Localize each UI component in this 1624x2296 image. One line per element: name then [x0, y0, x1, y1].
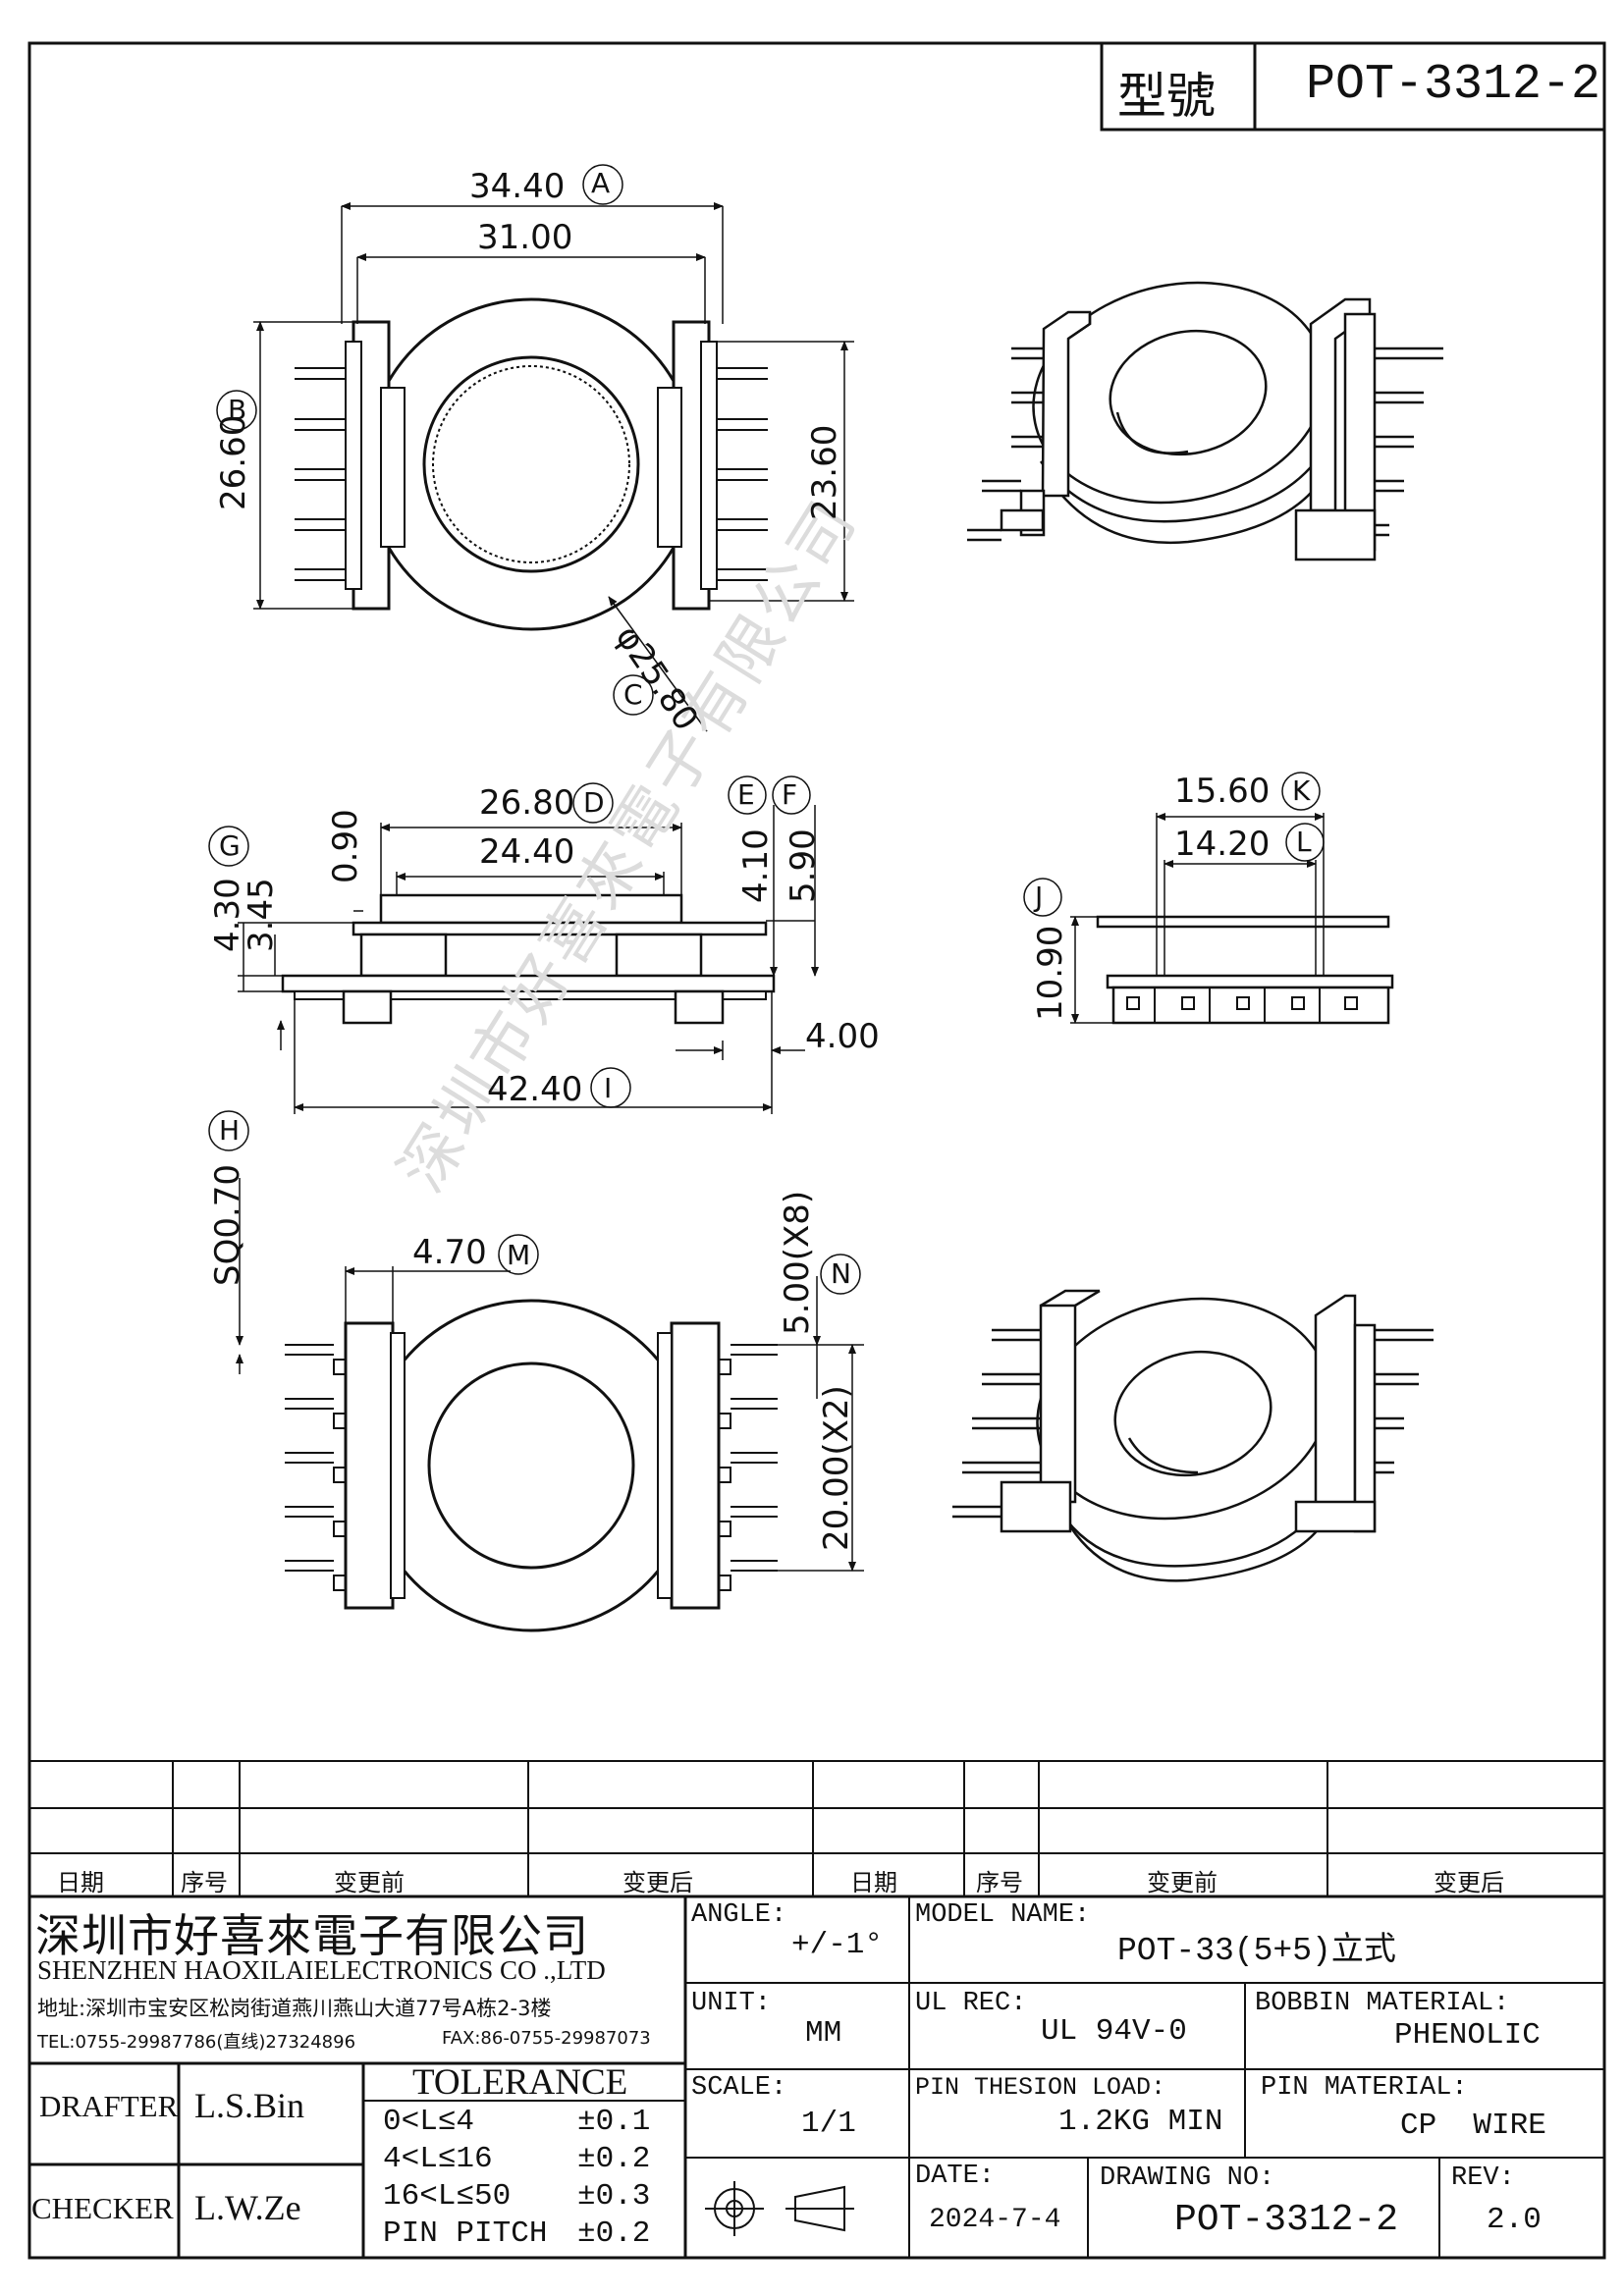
ul-value: UL 94V-0: [1041, 2014, 1187, 2049]
bobbin-label: BOBBIN MATERIAL:: [1255, 1989, 1510, 2018]
rev-label: REV:: [1451, 2163, 1515, 2193]
rev-header-after-2: 变更后: [1434, 1869, 1504, 1896]
rev-header-before-1: 变更前: [334, 1869, 405, 1896]
drawing-no-label: DRAWING NO:: [1100, 2163, 1275, 2193]
dim-l: 14.20: [1174, 825, 1271, 864]
dim-i: 42.40: [487, 1070, 583, 1109]
dim-g2: 3.45: [242, 878, 281, 952]
checker-label: CHECKER: [31, 2191, 174, 2225]
dim-a-marker: A: [591, 167, 611, 199]
tolerance-range-3: 16<L≤50: [383, 2179, 512, 2214]
bobbin-core-hole: [422, 355, 640, 573]
company-name-en: SHENZHEN HAOXILAIELECTRONICS CO .,LTD: [37, 1955, 606, 1985]
ul-label: UL REC:: [915, 1989, 1027, 2018]
model-header-box: [1100, 41, 1606, 132]
end-view: [1023, 772, 1394, 1025]
tolerance-value-2: ±0.2: [577, 2142, 651, 2176]
dim-c-marker: C: [623, 678, 643, 711]
angle-value: +/-1°: [791, 1928, 884, 1962]
pin-material-label: PIN MATERIAL:: [1261, 2073, 1468, 2103]
dim-i-marker: I: [604, 1072, 613, 1104]
tolerance-value-4: ±0.2: [577, 2216, 651, 2251]
dim-n: 5.00(X8): [778, 1190, 817, 1335]
checker-value: L.W.Ze: [194, 2188, 301, 2227]
dim-flange: 0.90: [326, 809, 365, 883]
rev-header-before-2: 变更前: [1147, 1869, 1218, 1896]
dim-f: 5.90: [784, 828, 823, 903]
model-label: 型號: [1117, 68, 1216, 125]
tolerance-range-1: 0<L≤4: [383, 2105, 475, 2139]
revision-table-grid: [29, 1760, 1604, 1898]
scale-label: SCALE:: [691, 2073, 787, 2103]
tolerance-title: TOLERANCE: [412, 2062, 628, 2103]
model-name-value: POT-33(5+5)立式: [1117, 1933, 1396, 1969]
top-view-left-pins: [295, 367, 346, 581]
rev-header-seq-2: 序号: [976, 1869, 1023, 1896]
dim-e: 4.10: [736, 828, 776, 903]
pin-load-value: 1.2KG MIN: [1058, 2105, 1223, 2139]
sheet-border: [27, 41, 1606, 2260]
model-name-label: MODEL NAME:: [915, 1900, 1091, 1930]
side-view: [208, 775, 819, 1114]
dim-height-right: 23.60: [805, 424, 844, 520]
title-block-grid: [29, 1896, 1604, 2258]
date-label: DATE:: [915, 2162, 996, 2191]
rev-value: 2.0: [1487, 2203, 1542, 2237]
dim-a: 34.40: [469, 167, 566, 206]
tolerance-range-4: PIN PITCH: [383, 2216, 548, 2251]
iso-view-top: [967, 281, 1443, 561]
dim-f-marker: F: [782, 778, 798, 811]
dim-d-inner: 24.40: [479, 832, 575, 872]
model-value: POT-3312-2: [1306, 57, 1601, 113]
tolerance-value-3: ±0.3: [577, 2179, 651, 2214]
pin-material-value: CP WIRE: [1400, 2109, 1546, 2143]
company-tel: TEL:0755-29987786(直线)27324896: [37, 2032, 356, 2053]
dim-b-inner: 31.00: [477, 218, 573, 257]
dim-e-marker: E: [737, 778, 755, 811]
rev-header-seq-1: 序号: [181, 1869, 228, 1896]
date-value: 2024-7-4: [929, 2205, 1061, 2235]
dim-d: 26.80: [479, 783, 575, 823]
iso-view-bottom: [952, 1289, 1434, 1582]
dim-k: 15.60: [1174, 772, 1271, 811]
drafter-value: L.S.Bin: [194, 2086, 305, 2125]
company-name-cn: 深圳市好喜來電子有限公司: [35, 1909, 589, 1962]
dim-m: 4.70: [412, 1233, 487, 1272]
drafter-label: DRAFTER: [39, 2089, 179, 2123]
unit-value: MM: [805, 2016, 842, 2051]
dim-side: 4.00: [805, 1017, 880, 1056]
rev-header-date-1: 日期: [57, 1869, 104, 1896]
tolerance-value-1: ±0.1: [577, 2105, 651, 2139]
bobbin-value: PHENOLIC: [1394, 2018, 1541, 2053]
dim-b-marker: B: [228, 394, 247, 426]
top-view-right-pins: [717, 367, 768, 581]
rev-header-date-2: 日期: [850, 1869, 897, 1896]
dim-m-marker: M: [507, 1239, 531, 1271]
angle-label: ANGLE:: [691, 1900, 787, 1930]
dim-k-marker: K: [1292, 774, 1311, 807]
dim-l-marker: L: [1296, 826, 1312, 858]
scale-value: 1/1: [801, 2107, 856, 2141]
dim-pitch-total: 20.00(X2): [817, 1385, 856, 1551]
dim-h: SQ0.70: [208, 1163, 247, 1286]
company-fax: FAX:86-0755-29987073: [442, 2028, 651, 2049]
dim-b: 26.60: [214, 414, 253, 510]
unit-label: UNIT:: [691, 1989, 772, 2018]
bottom-view: [208, 1110, 864, 1632]
bobbin-flange-circle: [364, 297, 698, 631]
dim-j: 10.90: [1031, 925, 1070, 1021]
dim-h-marker: H: [219, 1114, 241, 1147]
dim-d-marker: D: [583, 786, 605, 819]
pin-load-label: PIN THESION LOAD:: [915, 2073, 1166, 2102]
company-address: 地址:深圳市宝安区松岗街道燕川燕山大道77号A栋2-3楼: [37, 1997, 552, 2020]
dim-n-marker: N: [831, 1257, 851, 1290]
dim-j-marker: J: [1035, 881, 1044, 913]
top-view: [216, 164, 854, 732]
dim-g-marker: G: [219, 829, 241, 862]
tolerance-range-2: 4<L≤16: [383, 2142, 493, 2176]
rev-header-after-1: 变更后: [623, 1869, 693, 1896]
drawing-no-value: POT-3312-2: [1174, 2199, 1399, 2241]
